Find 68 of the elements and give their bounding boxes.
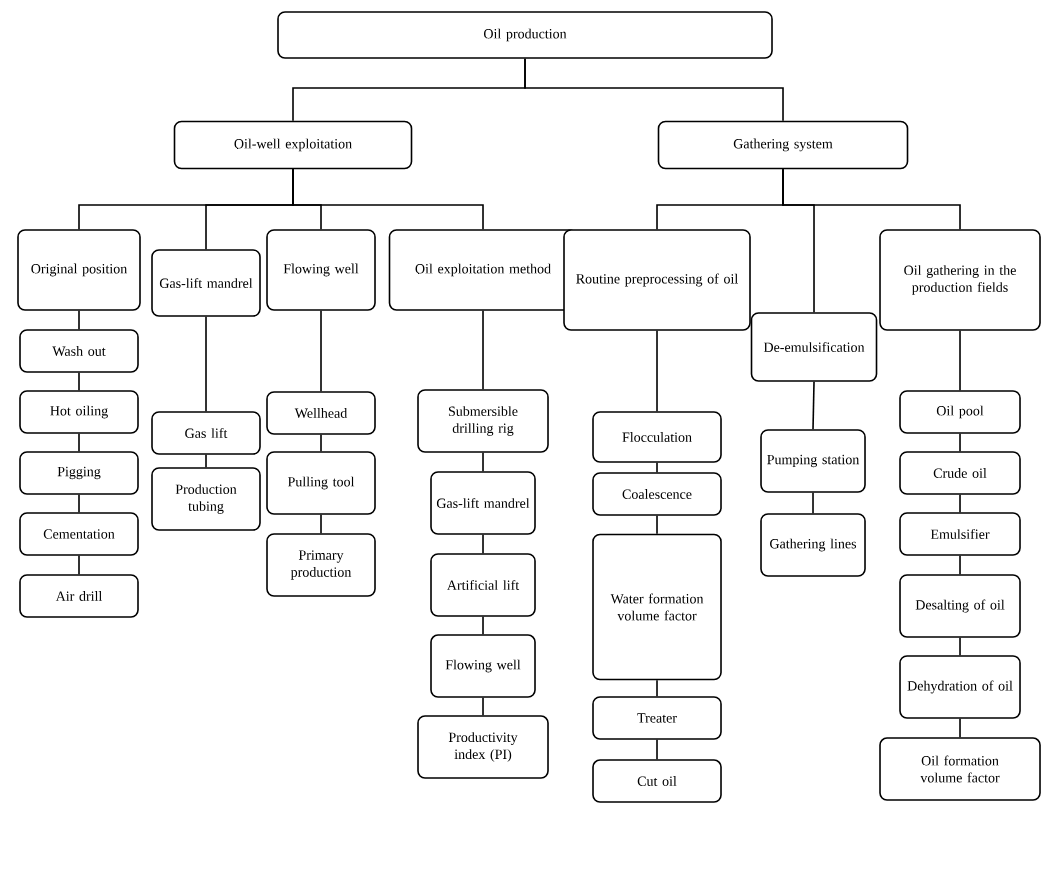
connector-line xyxy=(656,679,658,697)
term-box: Productivity index (PI) xyxy=(417,715,549,779)
term-box: Flowing well xyxy=(266,229,376,311)
connector-line xyxy=(812,381,815,430)
term-box: Emulsifier xyxy=(899,512,1021,556)
connector-line xyxy=(959,330,961,391)
connector-line xyxy=(320,514,322,534)
term-box: Gas-lift mandrel xyxy=(430,471,536,535)
term-box: Artificial lift xyxy=(430,553,536,617)
term-box: Routine preprocessing of oil xyxy=(563,229,751,331)
term-box: Flocculation xyxy=(592,411,722,463)
connector-line xyxy=(959,433,961,452)
connector-line xyxy=(78,372,80,391)
connector-line xyxy=(78,555,80,575)
connector-line xyxy=(482,616,484,635)
term-box: Oil formation volume factor xyxy=(879,737,1041,801)
connector-line xyxy=(782,168,961,230)
term-box: Desalting of oil xyxy=(899,574,1021,638)
connector-line xyxy=(812,492,814,514)
term-box: Water formation volume factor xyxy=(592,533,722,681)
connector-line xyxy=(959,494,961,513)
connector-line xyxy=(959,555,961,575)
term-box: Treater xyxy=(592,696,722,740)
connector-line xyxy=(78,310,80,330)
connector-line xyxy=(656,462,658,473)
connector-line xyxy=(482,452,484,472)
term-box: Oil-well exploitation xyxy=(173,120,413,170)
connector-line xyxy=(292,168,484,230)
term-box: Gathering lines xyxy=(760,513,866,577)
term-box: Oil gathering in the production fields xyxy=(879,229,1041,331)
connector-line xyxy=(205,454,207,468)
connector-line xyxy=(656,515,658,535)
connector-line xyxy=(78,433,80,452)
connector-line xyxy=(524,58,784,122)
term-box: De-emulsification xyxy=(750,312,878,382)
term-box: Cementation xyxy=(19,512,139,556)
term-box: Submersible drilling rig xyxy=(417,389,549,453)
term-box: Production tubing xyxy=(151,467,261,531)
term-box: Oil production xyxy=(277,11,773,59)
connector-line xyxy=(320,310,322,392)
connector-line xyxy=(656,330,658,412)
term-box: Wash out xyxy=(19,329,139,373)
term-box: Primary production xyxy=(266,533,376,597)
term-box: Dehydration of oil xyxy=(899,655,1021,719)
term-box: Hot oiling xyxy=(19,390,139,434)
connector-line xyxy=(205,316,207,412)
term-box: Crude oil xyxy=(899,451,1021,495)
connector-line xyxy=(78,494,80,513)
term-box: Flowing well xyxy=(430,634,536,698)
connector-line xyxy=(320,434,322,452)
term-box: Air drill xyxy=(19,574,139,618)
connector-line xyxy=(482,534,484,554)
term-box: Coalescence xyxy=(592,472,722,516)
connector-line xyxy=(482,697,484,716)
connector-line xyxy=(482,310,484,390)
connector-line xyxy=(959,637,961,656)
connector-line xyxy=(959,718,961,738)
term-box: Wellhead xyxy=(266,391,376,435)
term-box: Gathering system xyxy=(657,120,909,170)
term-box: Gas lift xyxy=(151,411,261,455)
term-box: Pigging xyxy=(19,451,139,495)
term-box: Cut oil xyxy=(592,759,722,803)
term-box: Gas-lift mandrel xyxy=(151,249,261,317)
term-box: Pulling tool xyxy=(266,451,376,515)
term-box: Original position xyxy=(17,229,141,311)
term-box: Pumping station xyxy=(760,429,866,493)
connector-line xyxy=(656,739,658,760)
term-box: Oil pool xyxy=(899,390,1021,434)
